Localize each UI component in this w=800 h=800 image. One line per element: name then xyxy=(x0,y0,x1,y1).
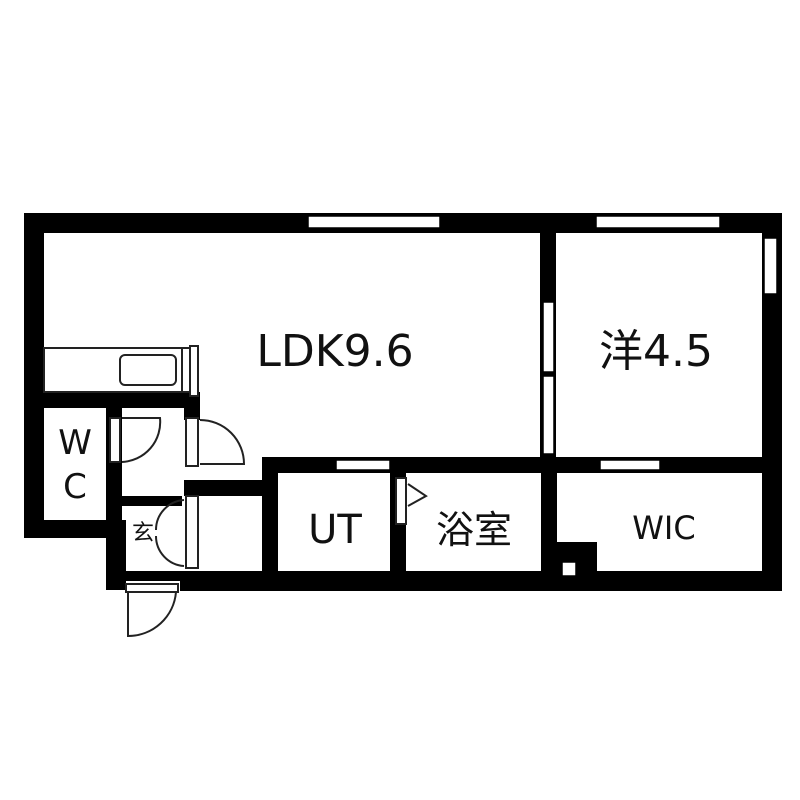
door-wc-leaf xyxy=(109,417,121,463)
door-wc-swing xyxy=(121,417,162,463)
outer-wall-right xyxy=(762,213,782,591)
outer-wall-bottom-left xyxy=(24,520,124,538)
room-label-western: 洋4.5 xyxy=(599,326,713,377)
wall-storage-right xyxy=(262,457,278,587)
room-label-wic: WIC xyxy=(632,509,695,547)
vent-ut-top xyxy=(335,459,391,471)
outer-wall-left xyxy=(24,213,44,538)
door-hall-leaf xyxy=(185,417,199,467)
wall-hall-right xyxy=(184,392,200,420)
room-label-ldk: LDK9.6 xyxy=(256,326,413,377)
door-entrance-swing-upper xyxy=(154,499,185,531)
room-label-bath: 浴室 xyxy=(436,508,512,552)
wall-bath-wic xyxy=(541,470,557,580)
door-hall-swing xyxy=(199,419,246,465)
sink-icon xyxy=(119,354,177,386)
door-entrance-leaf xyxy=(185,495,199,569)
windows xyxy=(307,215,778,577)
outer-wall-entrance-bottom xyxy=(106,571,180,581)
window-partition-lower xyxy=(542,375,555,455)
outer-wall-bottom xyxy=(180,571,782,591)
wall-wc-right xyxy=(106,392,122,538)
kitchen-counter xyxy=(43,345,199,397)
room-label-entrance: 玄 xyxy=(132,521,154,546)
front-door-swing xyxy=(127,591,177,638)
room-label-ut: UT xyxy=(308,507,362,553)
front-door-leaf xyxy=(125,583,179,593)
door-bath-leaf xyxy=(395,477,407,525)
doors xyxy=(109,417,428,638)
vent-wic-top xyxy=(599,459,661,471)
window-western-right xyxy=(763,237,778,295)
room-label-wc-line2: C xyxy=(63,467,87,507)
wall-hall-mid xyxy=(184,480,274,496)
window-western-top xyxy=(595,215,721,229)
window-ldk-top xyxy=(307,215,441,229)
window-partition-upper xyxy=(542,301,555,373)
wic-corner-inner xyxy=(561,561,577,577)
door-bath-marker xyxy=(407,483,428,507)
door-entrance-swing-lower xyxy=(154,535,185,567)
room-label-wc-line1: W xyxy=(58,423,92,463)
wall-entrance-top xyxy=(122,496,182,506)
